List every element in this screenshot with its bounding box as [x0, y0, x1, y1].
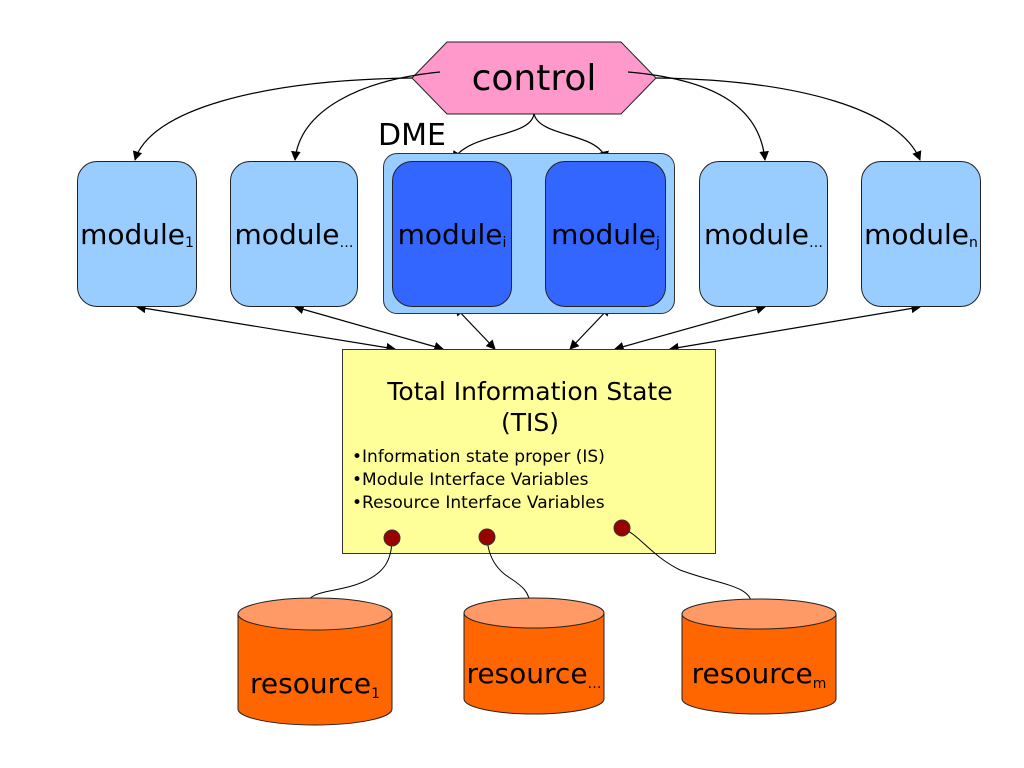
module-label: module — [80, 217, 185, 251]
module-label: module — [551, 217, 657, 251]
arrow-module-n-tis — [669, 303, 921, 353]
module-label: module — [397, 217, 503, 251]
tis-item: Information state proper (IS) — [352, 446, 605, 469]
module-subscript: j — [656, 235, 660, 251]
resource-label: resource — [249, 667, 372, 700]
resource-1-cylinder — [237, 597, 393, 726]
resource-2: resource… — [464, 640, 604, 692]
arrow-control-module-1 — [132, 77, 413, 161]
connector-dot — [383, 529, 401, 547]
module-label: module — [234, 217, 340, 251]
resource-label: resource — [466, 657, 588, 690]
arrow-module-2-tis — [294, 304, 444, 352]
module-subscript: … — [808, 235, 823, 251]
arrow-control-module-2 — [291, 71, 441, 161]
arrow-control-module-4 — [627, 71, 769, 161]
connector-resource-2 — [486, 536, 531, 607]
connector-resource-1 — [304, 537, 393, 607]
arrow-module-j-tis — [569, 306, 611, 350]
resource-subscript: 1 — [371, 686, 381, 702]
tis-box: Total Information State (TIS) Informatio… — [342, 349, 716, 554]
tis-item: Resource Interface Variables — [352, 492, 605, 515]
tis-title: Total Information State (TIS) — [343, 376, 717, 438]
arrow-control-module-j — [533, 113, 609, 161]
resource-m-cylinder — [681, 598, 837, 715]
module-subscript: n — [969, 235, 978, 251]
module-label: module — [704, 217, 809, 251]
resource-subscript: m — [812, 676, 827, 692]
resource-label: resource — [691, 657, 813, 690]
tis-arrows — [136, 303, 921, 353]
module-2: module… — [230, 161, 358, 307]
control-node: control — [412, 42, 656, 114]
module-subscript: i — [502, 235, 507, 251]
arrow-module-i-tis — [454, 306, 496, 350]
arrow-control-module-n — [655, 77, 922, 161]
arrow-control-module-i — [452, 113, 535, 161]
module-4: module… — [699, 161, 828, 307]
resource-2-cylinder — [463, 597, 605, 715]
resource-subscript: … — [587, 676, 602, 692]
resource-connectors — [304, 527, 753, 607]
tis-title-line2: (TIS) — [500, 408, 560, 437]
module-subscript: 1 — [185, 235, 194, 251]
control-arrows — [132, 71, 922, 161]
connector-dot — [478, 528, 496, 546]
tis-item: Module Interface Variables — [352, 469, 605, 492]
connector-dot — [613, 519, 631, 537]
tis-items: Information state proper (IS) Module Int… — [352, 446, 605, 515]
dme-label: DME — [378, 118, 446, 153]
connector-resource-m — [621, 527, 753, 607]
module-subscript: … — [339, 235, 354, 251]
module-label: module — [864, 217, 970, 251]
control-label: control — [471, 57, 597, 99]
tis-title-line1: Total Information State — [387, 377, 673, 406]
